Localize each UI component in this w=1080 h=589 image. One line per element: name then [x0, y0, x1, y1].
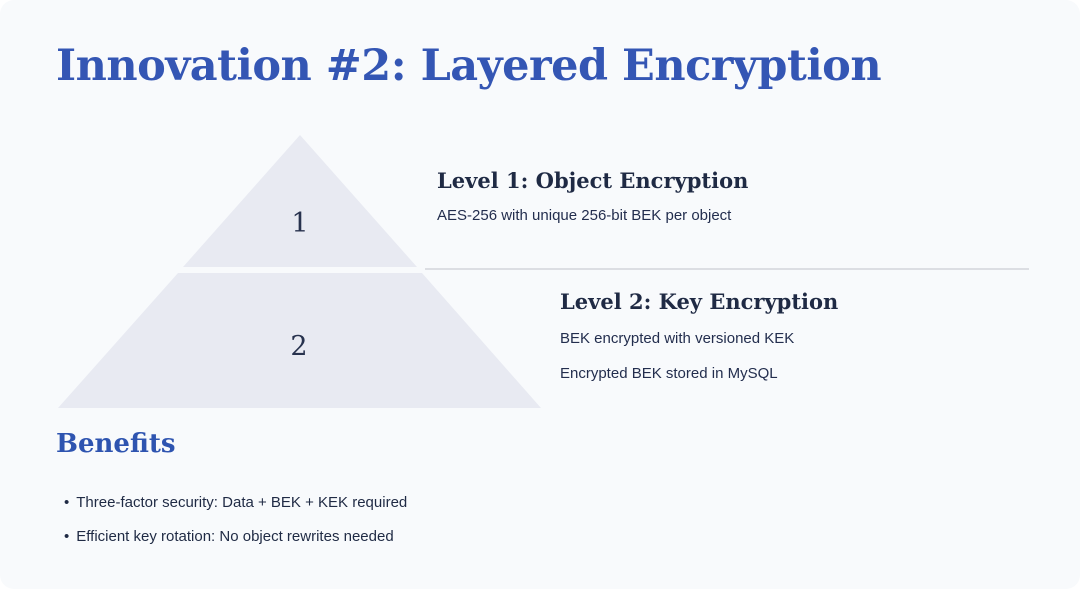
level-1-heading: Level 1: Object Encryption [437, 168, 749, 193]
level-1-description: Level 1: Object Encryption AES-256 with … [437, 168, 997, 226]
page-title: Innovation #2: Layered Encryption [56, 41, 882, 91]
pyramid-level-2-number: 2 [290, 331, 307, 362]
pyramid-level-2-shape [58, 273, 541, 408]
level-2-detail-1: BEK encrypted with versioned KEK [560, 330, 795, 348]
level-2-heading: Level 2: Key Encryption [560, 289, 839, 314]
pyramid-level-1-shape [183, 135, 417, 267]
benefits-list: • Three-factor security: Data + BEK + KEK… [64, 493, 407, 560]
level-2-detail-2: Encrypted BEK stored in MySQL [560, 364, 778, 382]
benefit-item-text: Three-factor security: Data + BEK + KEK … [76, 494, 408, 511]
list-item: • Efficient key rotation: No object rewri… [64, 527, 407, 547]
level-1-detail: AES-256 with unique 256-bit BEK per obje… [437, 207, 732, 225]
benefits-heading: Benefits [56, 429, 176, 459]
bullet-icon: • [64, 527, 70, 545]
level-divider-line [425, 268, 1029, 270]
level-2-description: Level 2: Key Encryption BEK encrypted wi… [560, 289, 1030, 384]
pyramid-level-1-number: 1 [291, 208, 308, 239]
list-item: • Three-factor security: Data + BEK + KEK… [64, 493, 407, 513]
bullet-icon: • [64, 494, 70, 511]
benefit-item-text: Efficient key rotation: No object rewrit… [76, 527, 394, 545]
